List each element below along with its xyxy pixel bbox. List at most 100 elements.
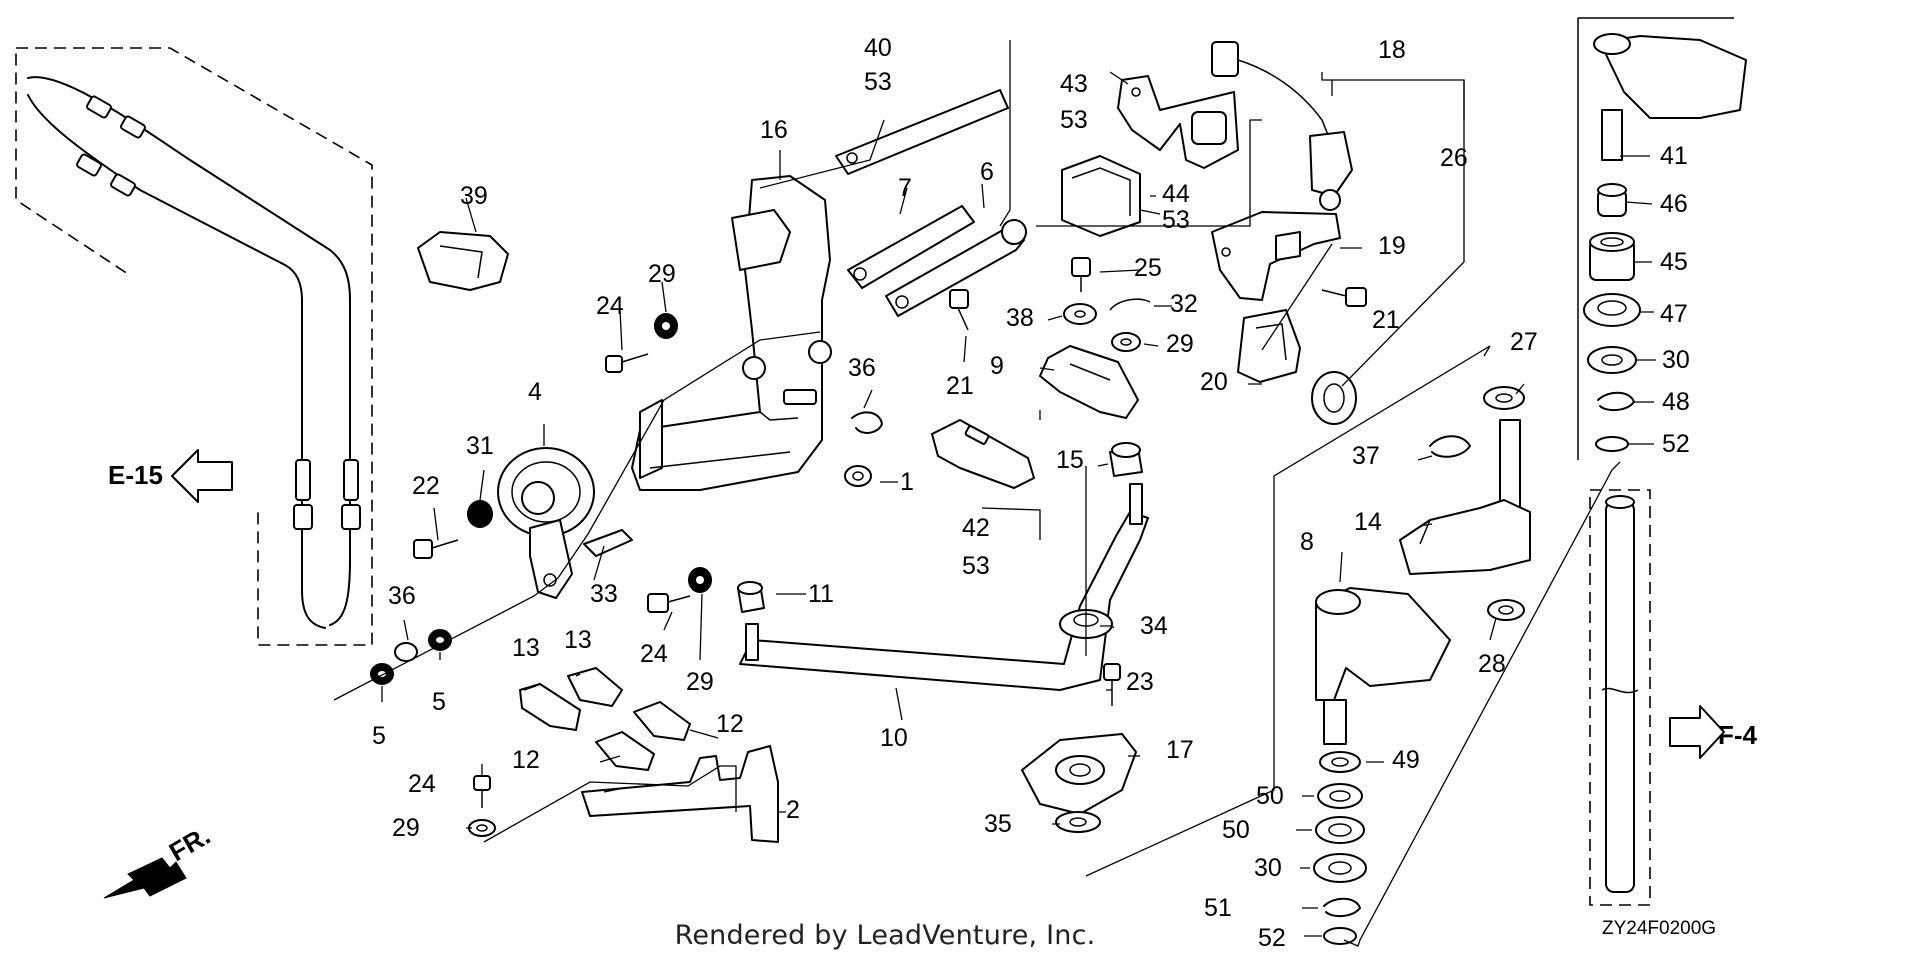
part-sector-41 [1593,33,1747,161]
callout-21: 21 [946,372,974,400]
part-bracket-13-right [567,667,623,707]
callout-53: 53 [864,68,892,96]
callout-50: 50 [1222,816,1250,844]
callout-24: 24 [640,640,668,668]
callout-53: 53 [962,552,990,580]
callout-5: 5 [372,722,386,750]
part-shaft-assembly: F-4 [1589,489,1758,906]
reference-label-left: E-15 [108,460,163,490]
render-credit: Rendered by LeadVenture, Inc. [0,920,1920,951]
callout-24: 24 [408,770,436,798]
part-bearing-47 [1583,293,1641,327]
callout-30: 30 [1662,346,1690,374]
part-washer-35 [1055,811,1101,833]
callout-numbers: 40 53 16 43 53 18 26 7 6 44 53 39 29 24 … [372,34,1690,952]
part-bolt-24-lower [473,775,491,808]
callout-12: 12 [716,710,744,738]
shift-cable [27,94,326,629]
callout-28: 28 [1478,650,1506,678]
callout-44: 44 [1162,180,1190,208]
part-bracket-43 [1117,75,1239,169]
part-bushing-46 [1597,183,1627,217]
callout-45: 45 [1660,248,1688,276]
part-seal-50-upper [1317,783,1363,809]
part-ring-52-lower [1323,927,1357,945]
part-washer-29-lower [468,819,496,837]
part-grommet-26 [1311,371,1357,425]
reference-label-right: F-4 [1718,720,1758,750]
callout-1: 1 [900,468,914,496]
callout-31: 31 [466,432,494,460]
part-plate-42 [931,419,1035,489]
part-lever-9 [1039,345,1139,419]
callout-13: 13 [564,626,592,654]
diagram-code: ZY24F0200G [1602,918,1716,939]
part-washer-5-right [428,629,452,651]
callout-8: 8 [1300,528,1314,556]
part-clip-39 [417,231,509,291]
part-sector-8 [1315,587,1451,745]
part-pin-33 [583,529,633,557]
part-washer-36-lower [394,642,418,662]
callout-47: 47 [1660,300,1688,328]
callout-43: 43 [1060,70,1088,98]
part-washer-38 [1063,303,1097,325]
part-bearing-45 [1589,232,1635,281]
part-plate-40 [835,89,1009,175]
callout-29: 29 [648,260,676,288]
render-credit-text: Rendered by LeadVenture, Inc. [674,920,1096,951]
callout-50: 50 [1256,782,1284,810]
part-sector-14 [1399,419,1531,575]
part-bolt-21-middle [949,289,969,331]
part-washer-31 [467,500,493,528]
part-bracket-2 [581,745,779,843]
callout-23: 23 [1126,668,1154,696]
part-bolt-24-upper [605,353,649,373]
callout-13: 13 [512,634,540,662]
part-washer-1 [844,465,872,487]
callout-4: 4 [528,378,542,406]
callout-53: 53 [1162,206,1190,234]
front-arrow-icon [103,857,187,899]
callout-27: 27 [1510,328,1538,356]
callout-35: 35 [984,810,1012,838]
callout-29: 29 [392,814,420,842]
cable-assembly-group: E-15 [15,47,373,646]
part-washer-29-right [1111,332,1141,352]
part-washer-30-upper [1587,346,1637,374]
callout-15: 15 [1056,446,1084,474]
part-ring-52-upper [1595,436,1629,452]
callout-36: 36 [388,582,416,610]
callout-42: 42 [962,514,990,542]
callout-10: 10 [880,724,908,752]
part-clamp-12-left [595,731,655,771]
part-bolt-24-middle [647,593,691,613]
part-lever-6 [885,219,1027,317]
callout-12: 12 [512,746,540,774]
part-screw-23 [1103,663,1121,706]
part-pin-32 [1109,298,1151,311]
part-bracket-19 [1211,211,1341,301]
part-clip-37 [1429,435,1471,458]
callout-37: 37 [1352,442,1380,470]
part-screw-25 [1071,257,1091,292]
callout-38: 38 [1006,304,1034,332]
callout-18: 18 [1378,36,1406,64]
part-link-7 [847,205,975,289]
part-washer-30-lower [1313,853,1367,883]
cable-group-outline [15,47,373,646]
callout-21: 21 [1372,306,1400,334]
arrow-right-icon [1669,705,1725,759]
part-switch-18 [1211,41,1353,211]
callout-40: 40 [864,34,892,62]
part-washer-29-upper [654,313,678,339]
part-seal-50-lower [1315,816,1365,844]
callout-36: 36 [848,354,876,382]
arrow-left-icon [171,449,233,503]
front-direction-indicator: FR. [103,820,215,899]
part-washer-29-middle [688,567,712,593]
part-clip-48 [1597,391,1635,412]
part-washer-27 [1483,386,1525,410]
